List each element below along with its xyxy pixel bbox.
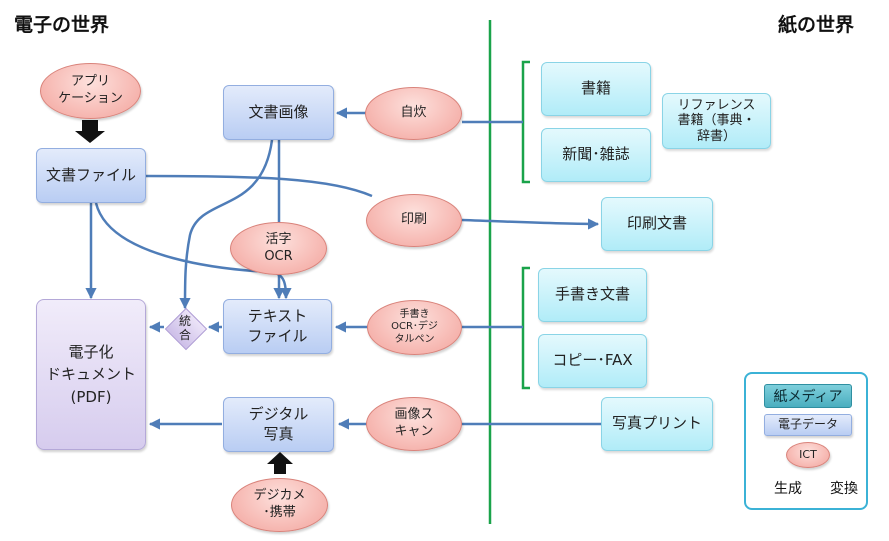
paper-world-heading: 紙の世界 <box>778 14 855 36</box>
photo-print-label: 写真プリント <box>611 414 702 433</box>
integrate-label: 統 合 <box>178 313 191 342</box>
camera-label: デジカメ ･携帯 <box>253 488 306 520</box>
legend-box: 紙メディア 電子データ ICT 生成 変換 <box>744 372 868 510</box>
handwriting-ocr-node[interactable]: 手書き OCR･デジ タルペン <box>367 300 462 355</box>
document-image-node[interactable]: 文書画像 <box>223 85 334 140</box>
legend-generate-label: 生成 <box>774 481 802 497</box>
printed-doc-node[interactable]: 印刷文書 <box>601 197 713 251</box>
connector-textfile-textdata <box>94 202 292 300</box>
newspaper-node[interactable]: 新聞･雑誌 <box>541 128 651 182</box>
text-file-node[interactable]: 文書ファイル <box>36 148 146 203</box>
electronic-document-node[interactable]: 電子化 ドキュメント (PDF) <box>36 299 146 450</box>
application-label: アプリ ケーション <box>58 74 123 106</box>
handwritten-doc-label: 手書き文書 <box>554 285 630 304</box>
generate-arrow-app <box>75 120 105 143</box>
bracket-books <box>521 60 530 184</box>
integrate-node[interactable]: 統 合 <box>164 307 208 351</box>
connector-print-printeddoc <box>461 218 600 230</box>
image-scan-node[interactable]: 画像ス キャン <box>366 397 462 451</box>
copy-fax-label: コピー･FAX <box>552 351 633 370</box>
digital-photo-label: デジタル 写真 <box>248 405 309 443</box>
application-node[interactable]: アプリ ケーション <box>40 63 141 119</box>
digital-photo-node[interactable]: デジタル 写真 <box>223 397 334 452</box>
reference-node[interactable]: リファレンス 書籍（事典・ 辞書） <box>662 93 771 149</box>
legend-paper-media: 紙メディア <box>764 384 852 408</box>
electronic-world-heading: 電子の世界 <box>14 14 110 36</box>
printed-doc-label: 印刷文書 <box>626 214 687 233</box>
type-ocr-label: 活字 OCR <box>264 231 293 264</box>
print-label: 印刷 <box>400 212 427 228</box>
self-scan-label: 自炊 <box>400 105 427 121</box>
document-image-label: 文書画像 <box>248 102 309 121</box>
copy-fax-node[interactable]: コピー･FAX <box>538 334 647 388</box>
newspaper-label: 新聞･雑誌 <box>562 145 630 164</box>
type-ocr-node[interactable]: 活字 OCR <box>230 222 327 275</box>
text-data-file-label: テキスト ファイル <box>247 307 308 345</box>
text-file-label: 文書ファイル <box>45 165 136 184</box>
photo-print-node[interactable]: 写真プリント <box>601 397 713 451</box>
connector-docimage-integrate <box>179 139 274 310</box>
handwritten-doc-node[interactable]: 手書き文書 <box>538 268 647 322</box>
generate-arrow-camera <box>267 452 293 474</box>
handwriting-ocr-label: 手書き OCR･デジ タルペン <box>391 308 438 345</box>
reference-label: リファレンス 書籍（事典・ 辞書） <box>677 97 756 144</box>
legend-convert-label: 変換 <box>830 481 858 497</box>
books-label: 書籍 <box>580 79 611 98</box>
camera-node[interactable]: デジカメ ･携帯 <box>231 478 328 532</box>
legend-ict: ICT <box>786 442 830 468</box>
print-node[interactable]: 印刷 <box>366 194 462 247</box>
bracket-handwritten <box>521 266 530 390</box>
electronic-document-label: 電子化 ドキュメント (PDF) <box>45 342 136 406</box>
image-scan-label: 画像ス キャン <box>394 407 434 439</box>
connector-textfile-print <box>145 174 373 198</box>
self-scan-node[interactable]: 自炊 <box>365 87 462 140</box>
legend-electronic-data: 電子データ <box>764 414 852 436</box>
text-data-file-node[interactable]: テキスト ファイル <box>223 299 332 354</box>
books-node[interactable]: 書籍 <box>541 62 651 116</box>
